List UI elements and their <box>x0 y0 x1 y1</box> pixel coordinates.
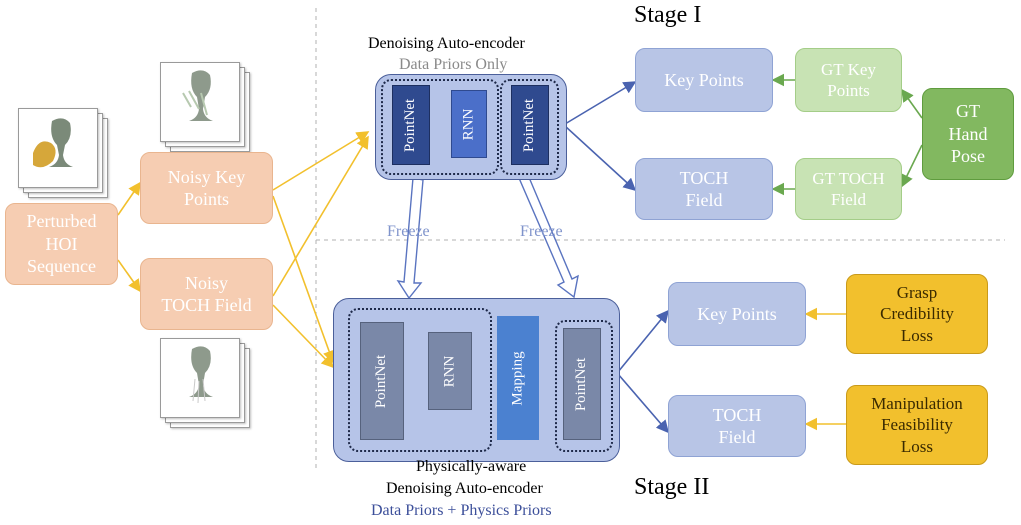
noisy-keypoints-thumbnail <box>160 62 260 152</box>
dae2-decoder-group <box>555 320 613 452</box>
noisy-toch-field: Noisy TOCH Field <box>140 258 273 330</box>
freeze-arrows <box>396 174 579 300</box>
gt-toch-field: GT TOCH Field <box>795 158 902 220</box>
stage-1-label: Stage I <box>634 2 702 28</box>
gt-key-points: GT Key Points <box>795 48 902 112</box>
gt-hand-pose: GT Hand Pose <box>922 88 1014 180</box>
dae1-subtitle: Data Priors Only <box>399 56 508 73</box>
dae2-pointnet-decoder: PointNet <box>563 328 601 440</box>
dae2-encoder-group <box>348 308 492 452</box>
dae1-title: Denoising Auto-encoder <box>368 35 525 52</box>
loss-arrows <box>804 307 846 431</box>
dae2-subtitle: Data Priors + Physics Priors <box>371 502 552 519</box>
perturbed-hoi-sequence: Perturbed HOI Sequence <box>5 203 118 285</box>
manipulation-feasibility-loss: Manipulation Feasibility Loss <box>846 385 988 465</box>
freeze-label-left: Freeze <box>387 223 430 240</box>
stage-2-label: Stage II <box>634 474 710 500</box>
dae2-pointnet-encoder: PointNet <box>360 322 404 440</box>
dae2-title-line1: Physically-aware <box>416 458 527 475</box>
dae1-decoder-group <box>500 79 559 175</box>
noisy-toch-thumbnail <box>160 338 260 428</box>
dae1-rnn: RNN <box>451 90 487 158</box>
input-arrows <box>117 131 370 369</box>
freeze-label-right: Freeze <box>520 223 563 240</box>
stage2-key-points: Key Points <box>668 282 806 346</box>
dae2-rnn: RNN <box>428 332 472 410</box>
dae2-mapping: Mapping <box>497 316 539 440</box>
gt-arrows <box>771 73 923 196</box>
perturbed-hoi-thumbnail <box>18 108 118 208</box>
grasp-credibility-loss: Grasp Credibility Loss <box>846 274 988 354</box>
dae1-encoder-group <box>381 79 499 175</box>
dae1-pointnet-decoder: PointNet <box>511 85 549 165</box>
stage2-toch-field: TOCH Field <box>668 395 806 457</box>
encoder-output-arrows <box>564 81 670 434</box>
stage1-key-points: Key Points <box>635 48 773 112</box>
dae2-title-line2: Denoising Auto-encoder <box>386 480 543 497</box>
noisy-keypoints: Noisy Key Points <box>140 152 273 224</box>
dae1-pointnet-encoder: PointNet <box>392 85 430 165</box>
stage1-toch-field: TOCH Field <box>635 158 773 220</box>
